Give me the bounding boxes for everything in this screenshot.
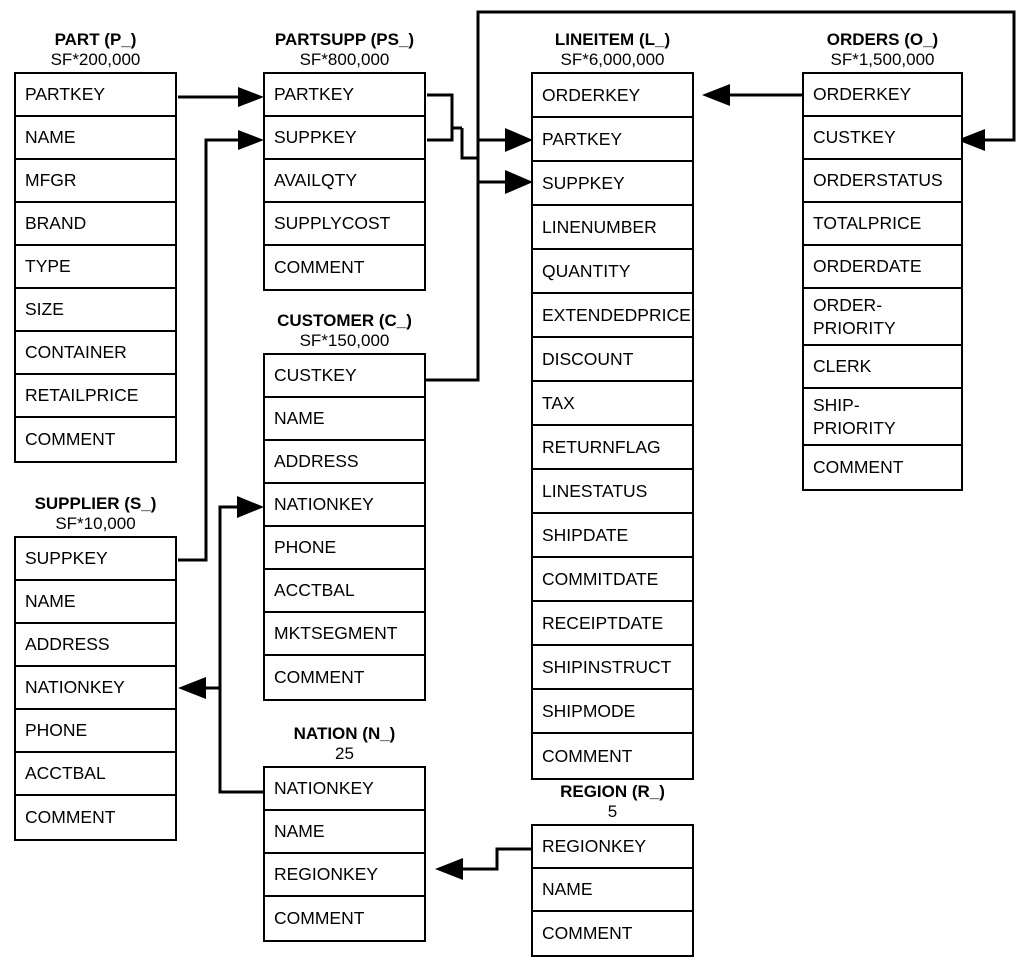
column-lineitem-linestatus[interactable]: LINESTATUS <box>533 470 692 514</box>
entity-lineitem-cardinality: SF*6,000,000 <box>560 50 665 69</box>
column-partsupp-suppkey[interactable]: SUPPKEY <box>265 117 424 160</box>
column-lineitem-suppkey[interactable]: SUPPKEY <box>533 162 692 206</box>
entity-customer: CUSTOMER (C_) SF*150,000 CUSTKEY NAME AD… <box>263 311 426 701</box>
column-lineitem-returnflag[interactable]: RETURNFLAG <box>533 426 692 470</box>
entity-part-title: PART (P_) <box>54 30 137 49</box>
entity-customer-cardinality: SF*150,000 <box>299 331 390 350</box>
column-lineitem-quantity[interactable]: QUANTITY <box>533 250 692 294</box>
entity-part-box: PARTKEY NAME MFGR BRAND TYPE SIZE CONTAI… <box>14 72 177 463</box>
column-part-size[interactable]: SIZE <box>16 289 175 332</box>
column-region-regionkey[interactable]: REGIONKEY <box>533 826 692 869</box>
column-part-comment[interactable]: COMMENT <box>16 418 175 461</box>
column-lineitem-tax[interactable]: TAX <box>533 382 692 426</box>
entity-nation-title: NATION (N_) <box>293 724 396 743</box>
column-partsupp-supplycost[interactable]: SUPPLYCOST <box>265 203 424 246</box>
column-lineitem-linenumber[interactable]: LINENUMBER <box>533 206 692 250</box>
column-customer-address[interactable]: ADDRESS <box>265 441 424 484</box>
column-orders-shippriority[interactable]: SHIP-PRIORITY <box>804 389 961 446</box>
column-customer-name[interactable]: NAME <box>265 398 424 441</box>
column-supplier-comment[interactable]: COMMENT <box>16 796 175 839</box>
column-orders-clerk[interactable]: CLERK <box>804 346 961 389</box>
column-region-name[interactable]: NAME <box>533 869 692 912</box>
column-orders-comment[interactable]: COMMENT <box>804 446 961 489</box>
entity-orders-cardinality: SF*1,500,000 <box>830 50 935 69</box>
column-nation-name[interactable]: NAME <box>265 811 424 854</box>
entity-supplier: SUPPLIER (S_) SF*10,000 SUPPKEY NAME ADD… <box>14 494 177 841</box>
entity-part-cardinality: SF*200,000 <box>50 50 141 69</box>
entity-supplier-title: SUPPLIER (S_) <box>34 494 157 513</box>
entity-partsupp-cardinality: SF*800,000 <box>299 50 390 69</box>
column-customer-comment[interactable]: COMMENT <box>265 656 424 699</box>
entity-nation-cardinality: 25 <box>335 744 354 763</box>
column-lineitem-commitdate[interactable]: COMMITDATE <box>533 558 692 602</box>
column-part-type[interactable]: TYPE <box>16 246 175 289</box>
column-partsupp-availqty[interactable]: AVAILQTY <box>265 160 424 203</box>
column-part-name[interactable]: NAME <box>16 117 175 160</box>
entity-supplier-box: SUPPKEY NAME ADDRESS NATIONKEY PHONE ACC… <box>14 536 177 841</box>
link-nation-nationkey-to-customer-and-supplier <box>178 496 264 794</box>
entity-lineitem-title: LINEITEM (L_) <box>554 30 671 49</box>
entity-partsupp-box: PARTKEY SUPPKEY AVAILQTY SUPPLYCOST COMM… <box>263 72 426 291</box>
column-lineitem-shipdate[interactable]: SHIPDATE <box>533 514 692 558</box>
column-orders-totalprice[interactable]: TOTALPRICE <box>804 203 961 246</box>
entity-nation: NATION (N_) 25 NATIONKEY NAME REGIONKEY … <box>263 724 426 942</box>
entity-partsupp-title: PARTSUPP (PS_) <box>274 30 415 49</box>
column-part-brand[interactable]: BRAND <box>16 203 175 246</box>
column-lineitem-shipinstruct[interactable]: SHIPINSTRUCT <box>533 646 692 690</box>
link-region-regionkey-to-nation-regionkey <box>435 847 531 880</box>
column-nation-regionkey[interactable]: REGIONKEY <box>265 854 424 897</box>
entity-orders-box: ORDERKEY CUSTKEY ORDERSTATUS TOTALPRICE … <box>802 72 963 491</box>
column-partsupp-comment[interactable]: COMMENT <box>265 246 424 289</box>
column-lineitem-receiptdate[interactable]: RECEIPTDATE <box>533 602 692 646</box>
column-orders-orderdate[interactable]: ORDERDATE <box>804 246 961 289</box>
column-customer-custkey[interactable]: CUSTKEY <box>265 355 424 398</box>
column-lineitem-partkey[interactable]: PARTKEY <box>533 118 692 162</box>
column-orders-orderpriority[interactable]: ORDER-PRIORITY <box>804 289 961 346</box>
column-partsupp-partkey[interactable]: PARTKEY <box>265 74 424 117</box>
entity-part: PART (P_) SF*200,000 PARTKEY NAME MFGR B… <box>14 30 177 463</box>
link-partsupp-to-lineitem-keys <box>427 93 533 194</box>
entity-orders-title: ORDERS (O_) <box>826 30 939 49</box>
link-part-partkey-to-partsupp-partkey <box>178 87 264 107</box>
entity-partsupp: PARTSUPP (PS_) SF*800,000 PARTKEY SUPPKE… <box>263 30 426 291</box>
entity-lineitem: LINEITEM (L_) SF*6,000,000 ORDERKEY PART… <box>531 30 694 780</box>
column-orders-custkey[interactable]: CUSTKEY <box>804 117 961 160</box>
column-customer-phone[interactable]: PHONE <box>265 527 424 570</box>
column-part-partkey[interactable]: PARTKEY <box>16 74 175 117</box>
entity-lineitem-box: ORDERKEY PARTKEY SUPPKEY LINENUMBER QUAN… <box>531 72 694 780</box>
entity-supplier-cardinality: SF*10,000 <box>55 514 136 533</box>
entity-region-title: REGION (R_) <box>560 782 665 801</box>
entity-customer-box: CUSTKEY NAME ADDRESS NATIONKEY PHONE ACC… <box>263 353 426 701</box>
column-part-container[interactable]: CONTAINER <box>16 332 175 375</box>
column-supplier-name[interactable]: NAME <box>16 581 175 624</box>
entity-nation-box: NATIONKEY NAME REGIONKEY COMMENT <box>263 766 426 942</box>
link-orders-orderkey-to-lineitem-orderkey <box>702 84 803 106</box>
column-lineitem-comment[interactable]: COMMENT <box>533 734 692 778</box>
column-part-retailprice[interactable]: RETAILPRICE <box>16 375 175 418</box>
entity-region-box: REGIONKEY NAME COMMENT <box>531 824 694 957</box>
column-nation-nationkey[interactable]: NATIONKEY <box>265 768 424 811</box>
entity-orders: ORDERS (O_) SF*1,500,000 ORDERKEY CUSTKE… <box>802 30 963 491</box>
column-lineitem-discount[interactable]: DISCOUNT <box>533 338 692 382</box>
column-customer-nationkey[interactable]: NATIONKEY <box>265 484 424 527</box>
column-supplier-phone[interactable]: PHONE <box>16 710 175 753</box>
column-orders-orderstatus[interactable]: ORDERSTATUS <box>804 160 961 203</box>
entity-customer-title: CUSTOMER (C_) <box>277 311 412 330</box>
column-customer-mktsegment[interactable]: MKTSEGMENT <box>265 613 424 656</box>
column-supplier-suppkey[interactable]: SUPPKEY <box>16 538 175 581</box>
link-supplier-suppkey-to-partsupp-suppkey <box>178 130 264 562</box>
column-lineitem-orderkey[interactable]: ORDERKEY <box>533 74 692 118</box>
entity-region: REGION (R_) 5 REGIONKEY NAME COMMENT <box>531 782 694 957</box>
column-supplier-address[interactable]: ADDRESS <box>16 624 175 667</box>
column-nation-comment[interactable]: COMMENT <box>265 897 424 940</box>
entity-region-cardinality: 5 <box>607 802 618 821</box>
column-supplier-acctbal[interactable]: ACCTBAL <box>16 753 175 796</box>
column-supplier-nationkey[interactable]: NATIONKEY <box>16 667 175 710</box>
column-part-mfgr[interactable]: MFGR <box>16 160 175 203</box>
column-region-comment[interactable]: COMMENT <box>533 912 692 955</box>
column-lineitem-shipmode[interactable]: SHIPMODE <box>533 690 692 734</box>
column-orders-orderkey[interactable]: ORDERKEY <box>804 74 961 117</box>
column-lineitem-extendedprice[interactable]: EXTENDEDPRICE <box>533 294 692 338</box>
column-customer-acctbal[interactable]: ACCTBAL <box>265 570 424 613</box>
